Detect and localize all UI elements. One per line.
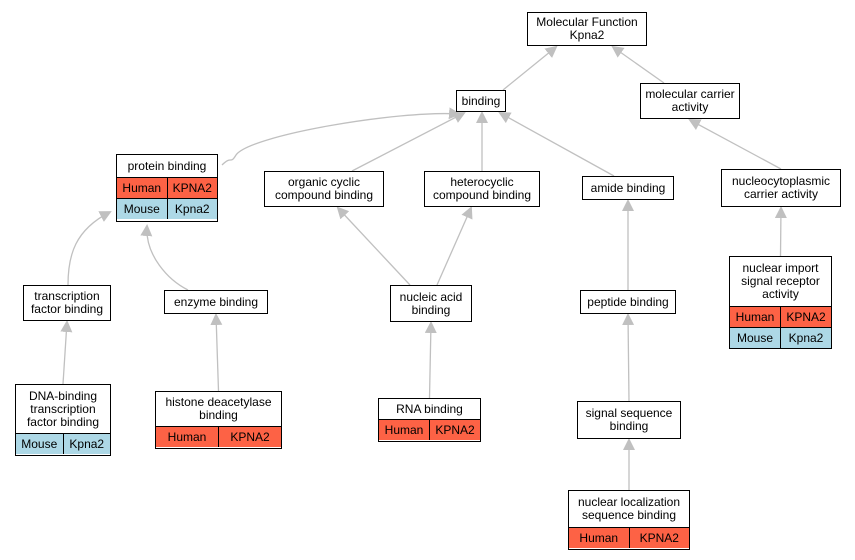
term-label: histone deacetylase binding xyxy=(165,395,272,422)
term-label: heterocyclic compound binding xyxy=(432,175,532,202)
species-cell: Human xyxy=(730,307,780,327)
term-label: enzyme binding xyxy=(173,294,259,309)
term-label: Molecular Function Kpna2 xyxy=(536,15,638,42)
term-label: amide binding xyxy=(590,180,666,195)
edge-dna-to-tf xyxy=(60,320,73,385)
gene-cell: KPNA2 xyxy=(166,178,217,198)
term-node-signal[interactable]: signal sequence binding xyxy=(577,401,681,439)
term-node-nucleic[interactable]: nucleic acid binding xyxy=(390,285,472,322)
term-node-hetero[interactable]: heterocyclic compound binding xyxy=(424,171,540,207)
gene-cell: Kpna2 xyxy=(166,199,217,219)
species-cell: Human xyxy=(379,420,429,440)
gene-cell: KPNA2 xyxy=(780,307,831,327)
gene-cell: KPNA2 xyxy=(429,420,480,440)
term-label: nuclear localization sequence binding xyxy=(577,495,681,522)
edge-binding-to-root xyxy=(502,45,558,91)
term-node-amide[interactable]: amide binding xyxy=(582,176,674,200)
edge-carrier-to-root xyxy=(611,45,665,84)
gene-cell: Kpna2 xyxy=(780,328,831,348)
term-label: peptide binding xyxy=(587,294,669,309)
term-node-dna[interactable]: DNA-binding transcription factor binding… xyxy=(15,384,111,456)
term-node-organic[interactable]: organic cyclic compound binding xyxy=(264,171,384,207)
gene-cell: KPNA2 xyxy=(628,528,689,548)
term-node-nucleo-carrier[interactable]: nucleocytoplasmic carrier activity xyxy=(721,169,841,207)
gene-cell: Kpna2 xyxy=(62,434,110,454)
edge-protein-to-binding xyxy=(221,107,461,166)
edge-enzyme-to-protein xyxy=(140,224,189,291)
term-label: protein binding xyxy=(127,158,207,173)
term-label: nucleocytoplasmic carrier activity xyxy=(731,174,831,201)
term-node-enzyme[interactable]: enzyme binding xyxy=(164,290,268,314)
edge-import-to-nucleo-carrier xyxy=(774,206,787,257)
gene-cell: KPNA2 xyxy=(218,427,281,447)
term-node-carrier[interactable]: molecular carrier activity xyxy=(640,83,740,119)
term-label: transcription factor binding xyxy=(30,289,104,316)
term-label: signal sequence binding xyxy=(585,406,673,433)
term-node-root[interactable]: Molecular Function Kpna2 xyxy=(527,12,647,46)
edge-histone-to-enzyme xyxy=(210,313,223,392)
term-label: organic cyclic compound binding xyxy=(274,175,374,202)
species-cell: Mouse xyxy=(117,199,167,219)
edge-organic-to-binding xyxy=(351,112,466,172)
term-label: DNA-binding transcription factor binding xyxy=(26,388,100,429)
term-label: binding xyxy=(461,93,501,108)
edge-nucleo-carrier-to-carrier xyxy=(688,119,782,170)
edge-rna-to-nucleic xyxy=(424,321,437,399)
edge-amide-to-binding xyxy=(498,112,615,177)
species-cell: Human xyxy=(156,427,218,447)
term-node-tf[interactable]: transcription factor binding xyxy=(23,285,111,321)
species-cell: Mouse xyxy=(16,434,63,454)
term-label: molecular carrier activity xyxy=(645,87,735,114)
species-cell: Human xyxy=(569,528,629,548)
term-label: RNA binding xyxy=(396,401,463,416)
species-cell: Mouse xyxy=(730,328,780,348)
edge-signal-to-peptide xyxy=(622,313,635,402)
species-cell: Human xyxy=(117,178,167,198)
edge-nucleic-to-organic xyxy=(336,206,411,286)
edge-nucleic-to-hetero xyxy=(436,206,473,286)
term-node-peptide[interactable]: peptide binding xyxy=(580,290,676,314)
edge-tf-to-protein xyxy=(67,211,112,286)
term-node-binding[interactable]: binding xyxy=(456,90,506,112)
term-label: nuclear import signal receptor activity xyxy=(741,261,820,301)
term-label: nucleic acid binding xyxy=(399,289,463,317)
